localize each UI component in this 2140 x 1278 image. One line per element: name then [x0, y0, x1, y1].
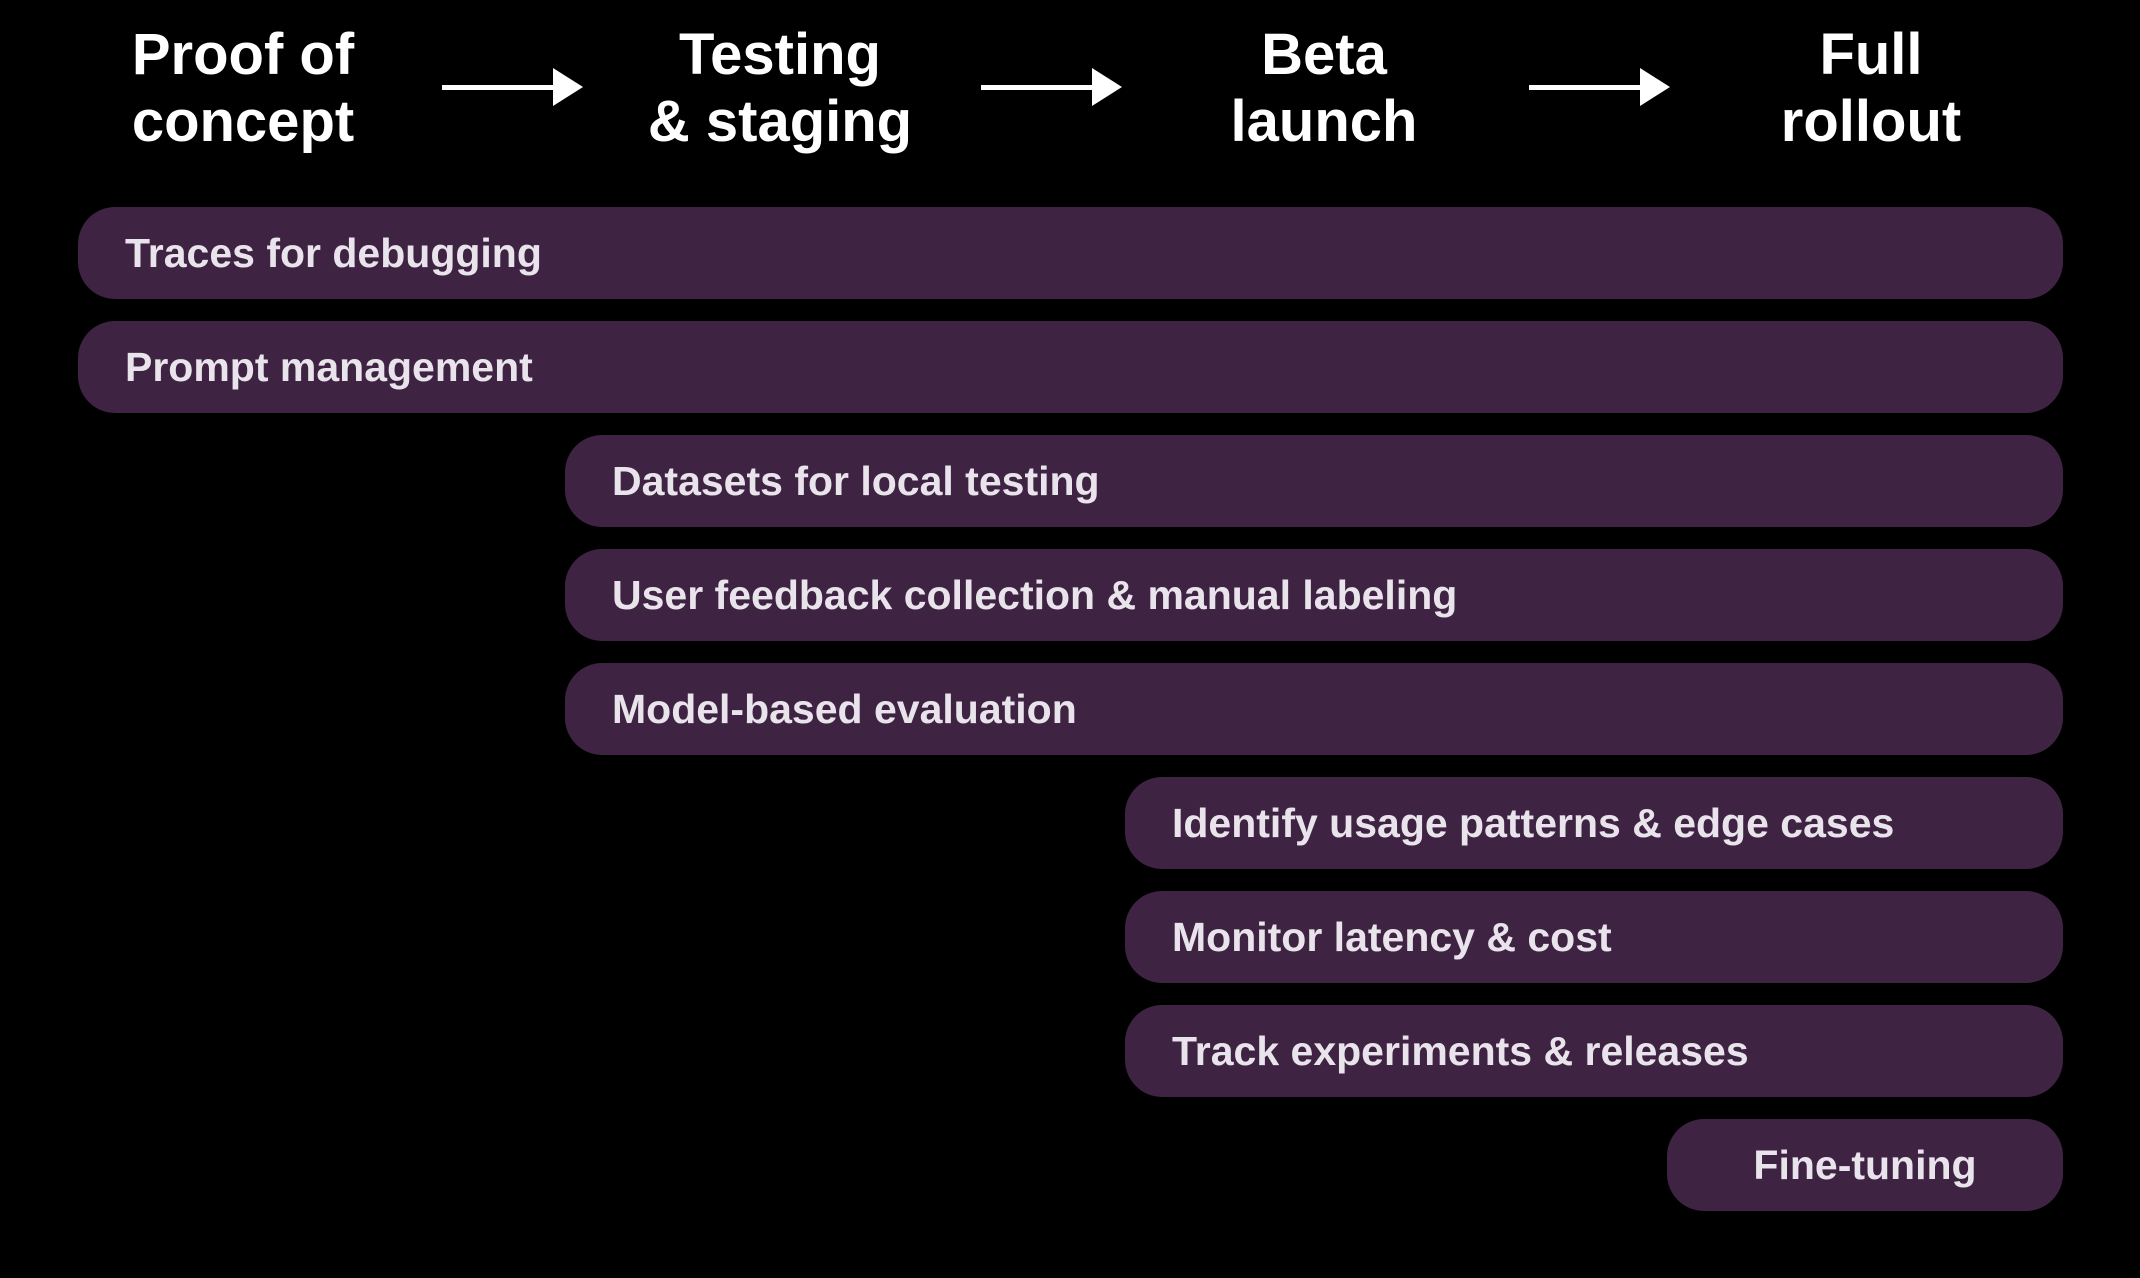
bar-identify-usage-patterns: Identify usage patterns & edge cases [1125, 777, 2063, 869]
phase-header-full-rollout: Full rollout [1611, 21, 2131, 155]
phase-header-line: rollout [1780, 89, 1962, 154]
bar-label: Datasets for local testing [612, 457, 1100, 504]
bar-monitor-latency-cost: Monitor latency & cost [1125, 891, 2063, 983]
bar-datasets-for-local-testing: Datasets for local testing [565, 435, 2063, 527]
arrow-head [1092, 68, 1122, 106]
phase-header-line: & staging [647, 89, 913, 154]
bar-model-based-evaluation: Model-based evaluation [565, 663, 2063, 755]
arrow-head [1640, 68, 1670, 106]
bar-fine-tuning: Fine-tuning [1667, 1119, 2063, 1211]
bar-label: Model-based evaluation [612, 685, 1077, 732]
phase-header-line: Proof of [131, 22, 355, 87]
bar-label: Prompt management [125, 343, 533, 390]
bar-label: Identify usage patterns & edge cases [1172, 799, 1895, 846]
right-arrow-icon [1529, 68, 1670, 107]
phase-header-testing-staging: Testing & staging [520, 21, 1040, 155]
phase-header-proof-of-concept: Proof of concept [0, 21, 503, 155]
arrow-head [553, 68, 583, 106]
phase-header-line: Beta [1261, 22, 1387, 87]
phase-header-line: launch [1230, 89, 1418, 154]
bar-label: Traces for debugging [125, 229, 542, 276]
arrow-shaft [981, 85, 1094, 90]
bar-label: Fine-tuning [1753, 1141, 1977, 1188]
phase-header-line: concept [131, 89, 355, 154]
phase-header-line: Testing [679, 22, 881, 87]
bar-track-experiments-releases: Track experiments & releases [1125, 1005, 2063, 1097]
bar-user-feedback-collection: User feedback collection & manual labeli… [565, 549, 2063, 641]
bar-prompt-management: Prompt management [78, 321, 2063, 413]
bar-traces-for-debugging: Traces for debugging [78, 207, 2063, 299]
bar-label: Monitor latency & cost [1172, 913, 1612, 960]
right-arrow-icon [981, 68, 1122, 107]
bar-label: Track experiments & releases [1172, 1027, 1749, 1074]
arrow-shaft [442, 85, 555, 90]
right-arrow-icon [442, 68, 583, 107]
phase-header-line: Full [1819, 22, 1923, 87]
bar-label: User feedback collection & manual labeli… [612, 571, 1458, 618]
arrow-shaft [1529, 85, 1642, 90]
phase-header-beta-launch: Beta launch [1064, 21, 1584, 155]
